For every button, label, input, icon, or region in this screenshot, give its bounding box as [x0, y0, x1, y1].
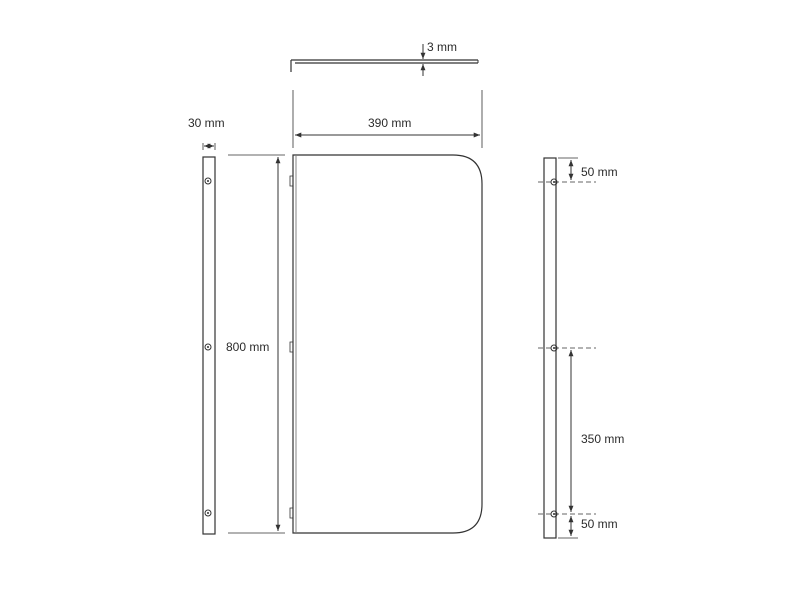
thickness-label: 3 mm	[427, 40, 457, 54]
left-screw-middle	[204, 343, 212, 351]
profile-plate	[290, 59, 478, 72]
left-screw-top	[204, 177, 212, 185]
left-side-view: 30 mm	[188, 116, 225, 535]
bracket-top	[289, 175, 293, 187]
front-panel-outline	[292, 154, 483, 534]
bottom-offset-label: 50 mm	[581, 517, 618, 531]
bracket-middle	[289, 341, 293, 353]
height-label: 800 mm	[226, 340, 269, 354]
spacing-label: 350 mm	[581, 432, 624, 446]
right-side-view: 50 mm 350 mm 50 mm	[538, 157, 624, 539]
width-dimension: 390 mm	[292, 90, 483, 148]
top-profile-view: 3 mm	[290, 40, 479, 76]
left-screw-bottom	[204, 509, 212, 517]
height-dimension: 800 mm	[226, 154, 285, 534]
top-offset-label: 50 mm	[581, 165, 618, 179]
front-panel-view	[289, 154, 483, 534]
bracket-bottom	[289, 507, 293, 519]
left-bar	[202, 156, 216, 535]
width-label: 390 mm	[368, 116, 411, 130]
depth-label: 30 mm	[188, 116, 225, 130]
